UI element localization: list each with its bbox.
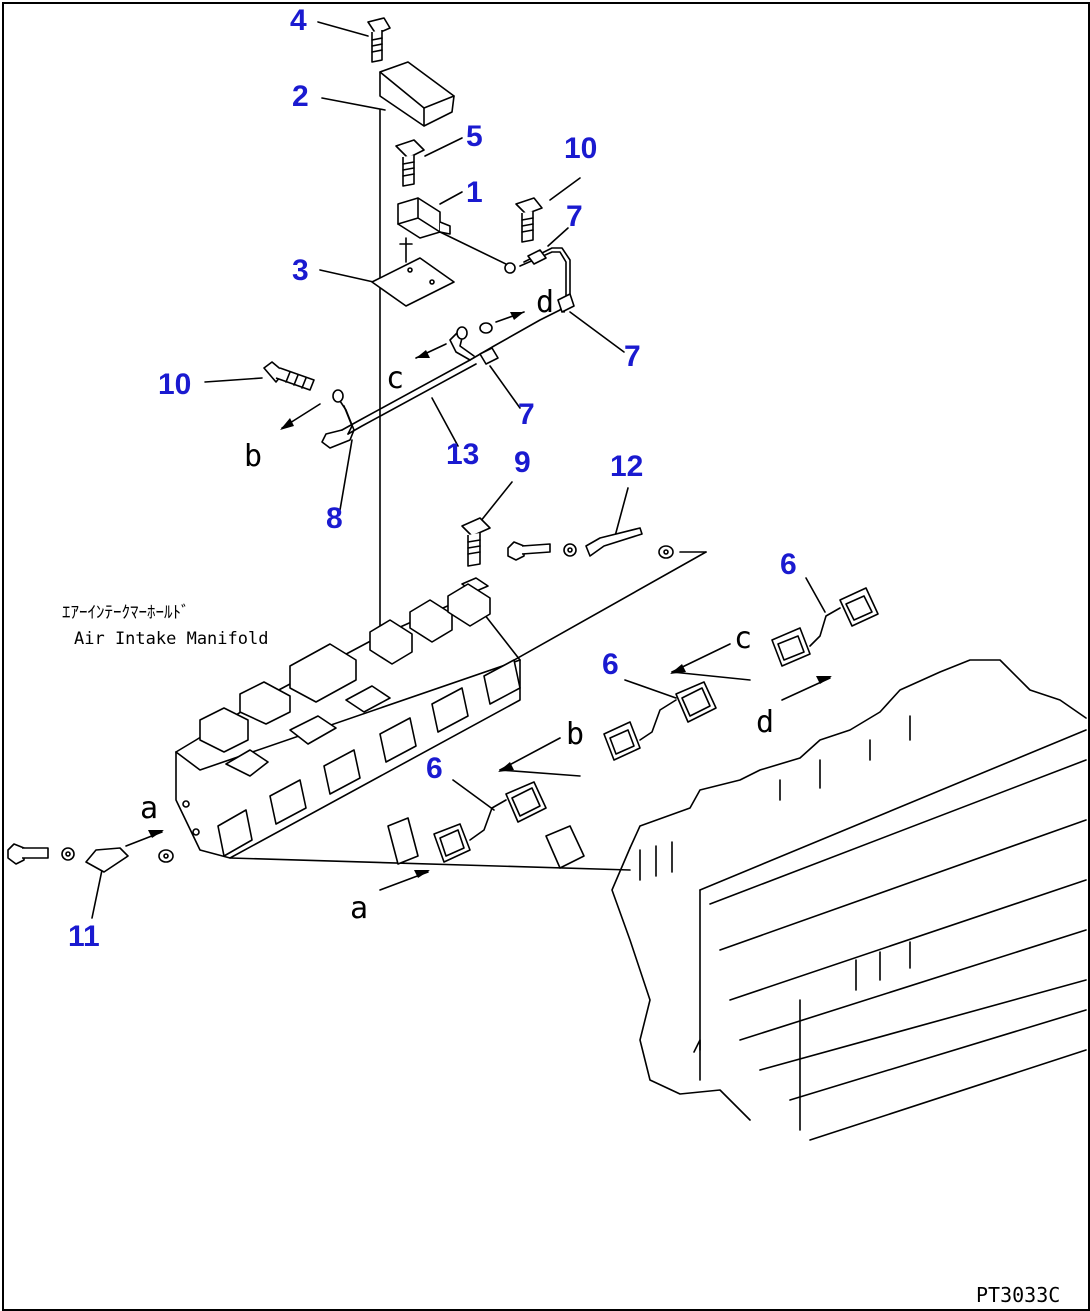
- callout-number: 2: [292, 80, 309, 113]
- bracket-hardware: [7, 843, 174, 873]
- drawing-code: PT3033C: [976, 1283, 1060, 1307]
- callout-number: 11: [68, 920, 100, 953]
- connection-letter: c: [386, 361, 404, 396]
- callout-number: 9: [514, 446, 531, 479]
- bolt-icon: [263, 361, 315, 391]
- solenoid-pair-icon: [603, 681, 717, 761]
- bolt-icon: [461, 517, 491, 593]
- callout-number: 12: [610, 450, 643, 483]
- solenoid-pair-icon: [771, 587, 879, 667]
- bolt-icon: [367, 17, 391, 63]
- bracket-hardware: [499, 527, 707, 669]
- connection-letter: b: [566, 717, 584, 752]
- callout-number: 4: [290, 4, 307, 37]
- callout-number: 3: [292, 254, 309, 287]
- callout-number: 6: [426, 752, 443, 785]
- callout-number: 7: [518, 398, 535, 431]
- solenoid-valve-icon: [397, 197, 516, 274]
- callout-number: 6: [780, 548, 797, 581]
- connection-letter: d: [756, 705, 774, 740]
- leader-lines: [91, 21, 826, 919]
- manifold-label-jp: ｴｱｰｲﾝﾃｰｸﾏｰﾎｰﾙﾄﾞ: [62, 603, 190, 623]
- callout-number: 7: [624, 340, 641, 373]
- callout-number: 1: [466, 176, 483, 209]
- arrow-icon: [125, 643, 832, 891]
- connection-letter: b: [244, 439, 262, 474]
- bracket-icon: [379, 61, 455, 127]
- bolt-icon: [395, 139, 425, 187]
- callout-number: 10: [564, 132, 597, 165]
- manifold-label-en: Air Intake Manifold: [74, 629, 268, 649]
- bolt-icon: [515, 197, 543, 243]
- connection-letter: c: [734, 621, 752, 656]
- mounting-plate-icon: [371, 237, 455, 307]
- engine-block: [611, 659, 1087, 1141]
- callout-number: 7: [566, 200, 583, 233]
- air-pipe-assembly: [321, 247, 575, 449]
- arrow-icon: [280, 311, 525, 430]
- callout-number: 8: [326, 502, 343, 535]
- connection-letter: d: [536, 285, 554, 320]
- callout-number: 13: [446, 438, 479, 471]
- callout-number: 5: [466, 120, 483, 153]
- air-intake-manifold: [175, 583, 631, 871]
- callout-number: 10: [158, 368, 191, 401]
- connection-letter: a: [350, 891, 368, 926]
- connection-letter: a: [140, 791, 158, 826]
- callout-number: 6: [602, 648, 619, 681]
- solenoid-pair-icon: [387, 781, 585, 869]
